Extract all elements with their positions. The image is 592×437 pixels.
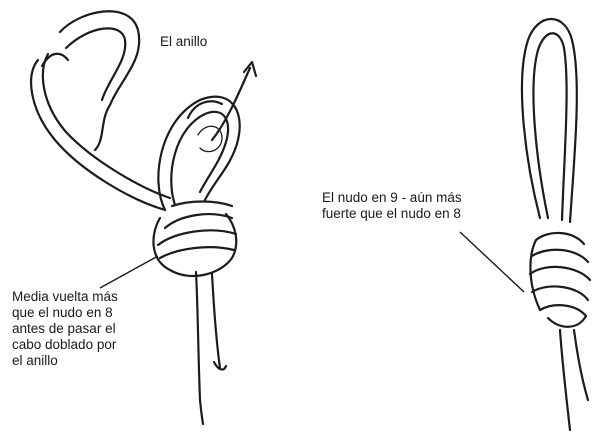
label-half-turn-line-1: Media vuelta más [12,289,118,304]
label-figure-nine-line-1: El nudo en 9 - aún más [322,190,462,205]
label-ring-text: El anillo [160,34,208,49]
label-figure-nine-line-2: fuerte que el nudo en 8 [322,206,461,221]
label-half-turn-line-3: antes de pasar el [12,321,116,336]
label-half-turn-line-5: el anillo [12,353,58,368]
label-half-turn-line-2: que el nudo en 8 [12,305,113,320]
label-ring: El anillo [160,34,207,50]
label-half-turn-line-4: cabo doblado por [12,337,117,352]
label-half-turn: Media vuelta más que el nudo en 8 antes … [12,289,202,369]
right-knot-drawing [520,17,592,432]
label-figure-nine: El nudo en 9 - aún más fuerte que el nud… [322,190,562,222]
left-knot-drawing [30,10,258,426]
leader-line-half-turn [99,255,159,289]
leader-line-figure-nine [459,231,525,293]
